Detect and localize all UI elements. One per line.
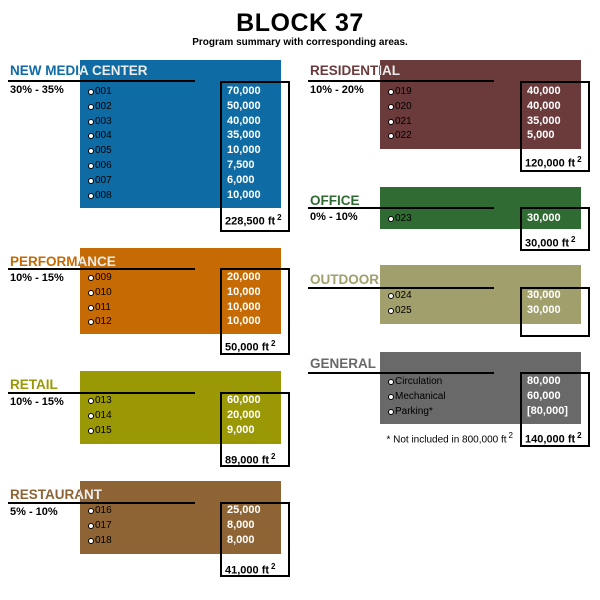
program-block-retail: [80, 371, 281, 444]
superscript-2: 2: [277, 213, 282, 222]
header-underline: [8, 268, 195, 270]
area-box: [520, 207, 590, 251]
section-header-text: GENERAL: [310, 356, 377, 371]
superscript-2: 2: [271, 452, 276, 461]
section-percent: 10% - 15%: [10, 396, 64, 408]
section-header-outdoor: OUTDOOR: [310, 272, 379, 288]
header-underline: [8, 392, 195, 394]
section-percent: 0% - 10%: [310, 211, 358, 223]
area-box: [520, 287, 590, 337]
header-underline: [308, 80, 494, 82]
area-box: [520, 81, 590, 172]
section-header-general: GENERAL: [310, 356, 376, 372]
section-header-overlay-text: RESTAURANT: [10, 487, 102, 502]
page-subtitle: Program summary with corresponding areas…: [192, 37, 408, 48]
header-underline: [8, 502, 195, 504]
superscript-2: 2: [577, 431, 582, 440]
section-header-text: PERFORMANCE: [10, 254, 116, 269]
section-percent: 10% - 15%: [10, 272, 64, 284]
area-box: [220, 392, 290, 467]
section-header-text: NEW MEDIA CENTER: [10, 63, 148, 78]
page-title: BLOCK 37: [236, 9, 364, 37]
section-percent: 30% - 35%: [10, 84, 64, 96]
superscript-2: 2: [271, 562, 276, 571]
section-header-office: OFFICE: [310, 193, 360, 209]
section-header-text: RESTAURANT: [10, 487, 102, 502]
superscript-2: 2: [508, 431, 513, 440]
section-header-overlay-text: PERFORMANCE: [10, 254, 116, 269]
section-header-text: OUTDOOR: [310, 272, 379, 287]
section-percent: 5% - 10%: [10, 506, 58, 518]
section-header-restaurant: RESTAURANT RESTAURANT: [10, 487, 102, 503]
superscript-2: 2: [571, 235, 576, 244]
area-box: [220, 81, 290, 232]
section-header-new-media: NEW MEDIA CENTER NEW MEDIA CENTER: [10, 63, 148, 79]
program-block-residential: [380, 60, 581, 149]
section-header-retail: RETAIL: [10, 377, 58, 393]
section-header-residential: RESIDENTIAL RESIDENTIAL: [310, 63, 400, 79]
section-header-text: OFFICE: [310, 193, 360, 208]
section-header-text: RETAIL: [10, 377, 58, 392]
header-underline: [308, 372, 494, 374]
program-block-restaurant: [80, 481, 281, 554]
section-header-overlay-text: NEW MEDIA CENTER: [10, 63, 148, 78]
header-underline: [308, 207, 494, 209]
section-header-performance: PERFORMANCE PERFORMANCE: [10, 254, 116, 270]
program-block-performance: [80, 248, 281, 334]
program-block-new-media: [80, 60, 281, 208]
header-underline: [308, 287, 494, 289]
area-box: [520, 372, 590, 447]
section-header-overlay-text: RESIDENTIAL: [310, 63, 401, 78]
header-underline: [8, 80, 195, 82]
area-box: [220, 268, 290, 355]
area-box: [220, 502, 290, 577]
program-block-outdoor: [380, 265, 581, 324]
section-header-text: RESIDENTIAL: [310, 63, 401, 78]
superscript-2: 2: [577, 155, 582, 164]
section-percent: 10% - 20%: [310, 84, 364, 96]
program-block-general: [380, 352, 581, 424]
superscript-2: 2: [271, 339, 276, 348]
